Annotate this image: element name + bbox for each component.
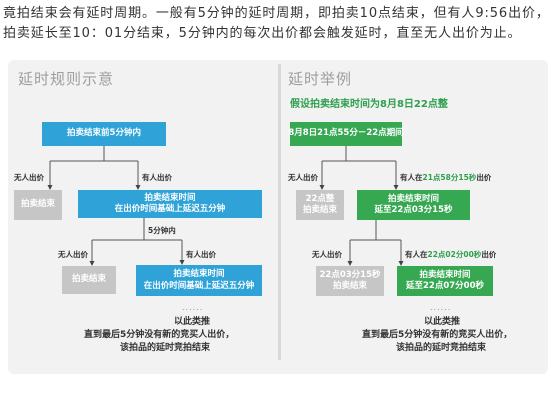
right-bid-label-2: 有人在22点02分00秒出价 bbox=[405, 249, 496, 260]
right-conclusion-line-1: 直到最后5分钟没有新的竞买人出价， bbox=[362, 330, 513, 340]
left-extend-box-2: 拍卖结束时间 在出价时间基础上延迟五分钟 bbox=[136, 265, 262, 296]
right-start-box: 8月8日21点55分－22点期间 bbox=[288, 122, 404, 146]
left-interval-label: 5分钟内 bbox=[148, 226, 176, 235]
right-extend-box-2-line1: 拍卖结束时间 bbox=[419, 269, 471, 280]
left-no-bid-label-2: 无人出价 bbox=[58, 250, 88, 259]
left-conclusion-line-2: 该拍品的延时竞拍结束 bbox=[120, 343, 211, 353]
right-bid-label-2-suffix: 出价 bbox=[481, 250, 497, 259]
right-continuation-dots: ...... bbox=[430, 303, 452, 312]
right-assumption-text: 假设拍卖结束时间为8月8日22点整 bbox=[290, 99, 448, 110]
right-no-bid-label-1: 无人出价 bbox=[288, 173, 318, 182]
right-end-box-1-line2: 拍卖结束 bbox=[302, 205, 337, 215]
right-bid-label-2-time: 22点02分00秒 bbox=[427, 250, 482, 259]
left-etc-text: 以此类推 bbox=[174, 317, 211, 327]
left-extend-box-2-line1: 拍卖结束时间 bbox=[173, 269, 225, 280]
right-etc-text: 以此类推 bbox=[424, 317, 461, 327]
article-text-line-2: 拍卖延长至10：01分结束，5分钟内的每次出价都会触发延时，直至无人出价为止。 bbox=[3, 26, 522, 41]
right-extend-box-2: 拍卖结束时间 延至22点07分00秒 bbox=[397, 266, 493, 296]
right-start-box-text: 8月8日21点55分－22点期间 bbox=[288, 128, 404, 139]
left-no-bid-label-1: 无人出价 bbox=[14, 173, 44, 182]
right-extend-box-1-line1: 拍卖结束时间 bbox=[387, 193, 439, 204]
left-bid-label-2: 有人出价 bbox=[186, 250, 216, 259]
left-continuation-dots: ...... bbox=[182, 303, 204, 312]
right-bid-label-1: 有人在21点58分15秒出价 bbox=[400, 172, 491, 183]
panel-divider bbox=[278, 64, 281, 360]
right-bid-label-1-time: 21点58分15秒 bbox=[422, 173, 477, 182]
right-bid-label-2-prefix: 有人在 bbox=[405, 250, 428, 259]
right-end-box-1-line1: 22点整 bbox=[305, 193, 335, 204]
left-panel-title: 延时规则示意 bbox=[18, 70, 115, 88]
right-panel-title: 延时举例 bbox=[288, 70, 353, 88]
article-text-line-1: 竟拍结束会有延时周期。一般有5分钟的延时周期，即拍卖10点结束，但有人9:56出… bbox=[3, 6, 550, 21]
right-extend-box-1: 拍卖结束时间 延至22点03分15秒 bbox=[357, 190, 470, 220]
left-bid-label-1: 有人出价 bbox=[142, 173, 172, 182]
right-end-box-2-line1: 22点03分15秒 bbox=[319, 269, 381, 280]
left-extend-box-1: 拍卖结束时间 在出价时间基础上延迟五分钟 bbox=[78, 190, 262, 218]
left-extend-box-1-line1: 拍卖结束时间 bbox=[144, 192, 196, 203]
right-bid-label-1-prefix: 有人在 bbox=[400, 173, 423, 182]
left-start-box-text: 拍卖结束前5分钟内 bbox=[67, 128, 141, 139]
right-end-box-1: 22点整 拍卖结束 bbox=[296, 190, 344, 220]
right-extend-box-1-line2: 延至22点03分15秒 bbox=[374, 205, 453, 215]
right-end-box-2: 22点03分15秒 拍卖结束 bbox=[316, 266, 384, 296]
left-start-box: 拍卖结束前5分钟内 bbox=[42, 122, 166, 146]
left-end-box-2: 拍卖结束 bbox=[62, 266, 116, 294]
left-extend-box-2-line2: 在出价时间基础上延迟五分钟 bbox=[143, 280, 255, 291]
right-no-bid-label-2: 无人出价 bbox=[312, 250, 342, 259]
right-extend-box-2-line2: 延至22点07分00秒 bbox=[406, 281, 484, 291]
right-end-box-2-line2: 拍卖结束 bbox=[332, 281, 367, 291]
left-end-box-1: 拍卖结束 bbox=[14, 190, 62, 220]
right-conclusion-line-2: 该拍品的延时竞拍结束 bbox=[396, 343, 487, 353]
left-conclusion-line-1: 直到最后5分钟没有新的竞买人出价， bbox=[84, 330, 235, 340]
right-bid-label-1-suffix: 出价 bbox=[476, 173, 492, 182]
left-extend-box-1-line2: 在出价时间基础上延迟五分钟 bbox=[114, 204, 226, 214]
left-end-box-1-text: 拍卖结束 bbox=[20, 199, 55, 210]
left-end-box-2-text: 拍卖结束 bbox=[71, 274, 106, 285]
